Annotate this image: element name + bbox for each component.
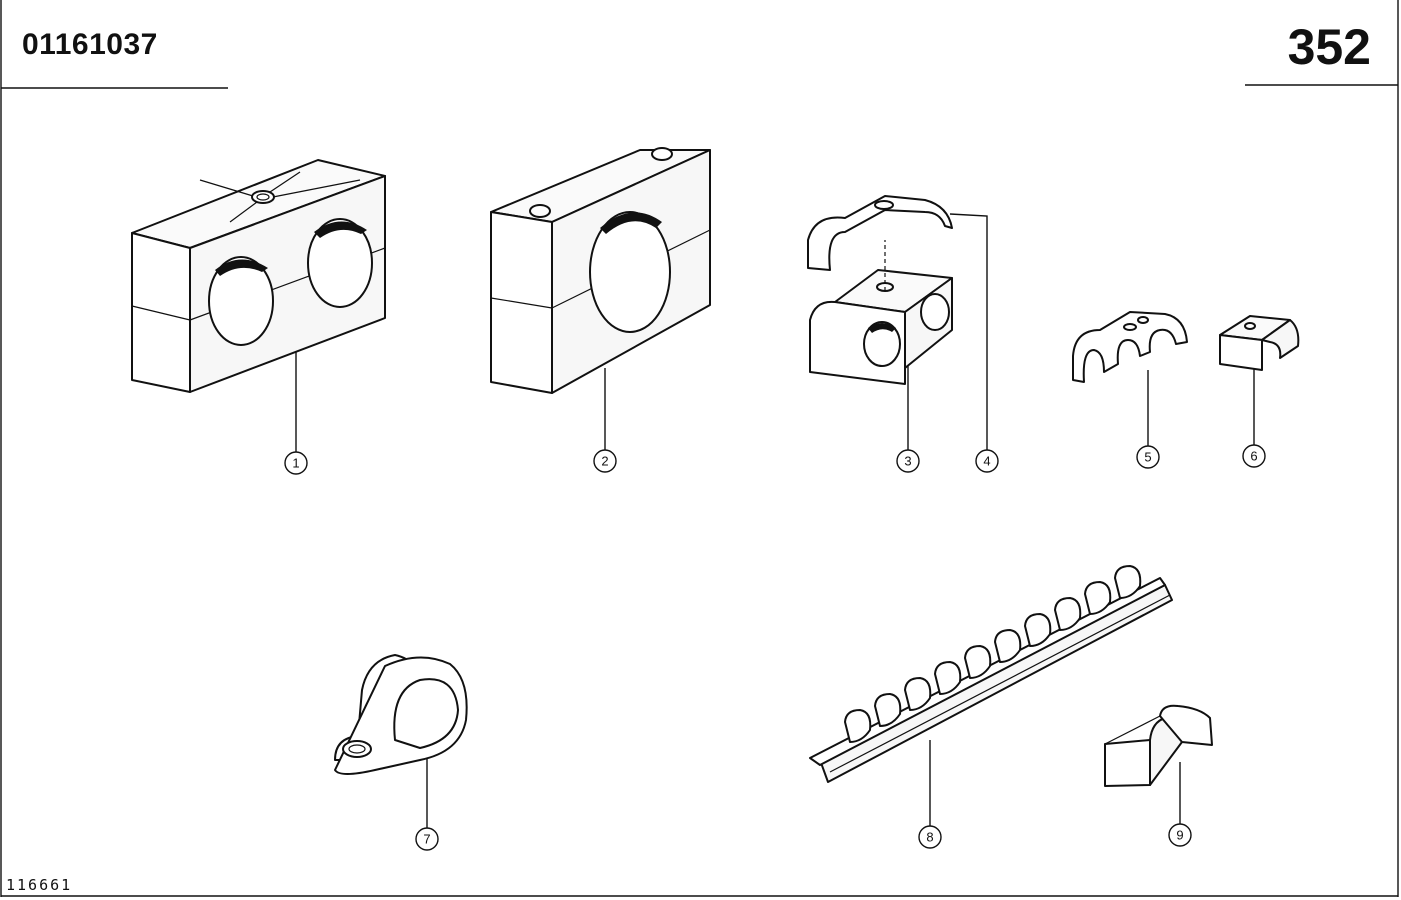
part-code: 01161037 [22,28,158,61]
document-number: 116661 [6,876,73,894]
callout-7-label: 7 [423,832,430,847]
callout-6: 6 [1242,444,1266,468]
part-7-p-clip [334,654,468,775]
callout-4-label: 4 [983,454,990,469]
callout-5-label: 5 [1144,450,1151,465]
part-6-block-clip [1219,315,1300,371]
part-9-short-clip-strip [1104,704,1213,787]
callout-2-label: 2 [601,454,608,469]
part-2-single-clamp [490,147,711,394]
callout-3: 3 [896,449,920,473]
callout-3-label: 3 [904,454,911,469]
part-1-double-clamp [131,159,386,393]
page-number: 352 [1287,19,1371,75]
callout-1-label: 1 [292,456,299,471]
part-8-multi-clip-strip [809,565,1173,783]
part-4-small-clamp-cover [807,195,953,271]
callout-8: 8 [918,825,942,849]
callout-9-label: 9 [1176,828,1183,843]
callout-7: 7 [415,827,439,851]
part-5-twin-saddle-clip [1072,311,1188,383]
callout-1: 1 [284,451,308,475]
callout-4: 4 [975,449,999,473]
callout-9: 9 [1168,823,1192,847]
leader-lines [295,213,1255,828]
part-3-small-clamp-base [809,240,953,385]
callout-5: 5 [1136,445,1160,469]
callout-2: 2 [593,449,617,473]
callout-6-label: 6 [1250,449,1257,464]
callout-8-label: 8 [926,830,933,845]
